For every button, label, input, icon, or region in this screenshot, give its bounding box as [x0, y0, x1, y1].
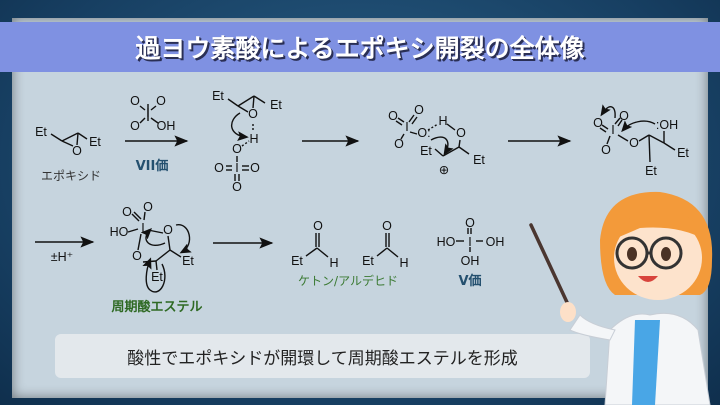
atom-label: H — [399, 256, 408, 270]
atom-label: O — [156, 94, 166, 108]
atom-label: Et — [270, 98, 282, 112]
atom-label: HO — [110, 225, 129, 239]
atom-label: O — [629, 136, 639, 150]
pointer-stick — [529, 223, 574, 315]
atom-label: H — [249, 132, 258, 146]
atom-label: I — [611, 123, 614, 137]
atom-label: Et — [473, 153, 485, 167]
valence-label-vii: VII価 — [136, 158, 169, 174]
atom-label: O — [130, 119, 140, 133]
atom-label: Et — [291, 254, 303, 268]
caption-box: 酸性でエポキシドが開環して周期酸エステルを形成 — [55, 334, 590, 378]
ester-bonds — [127, 211, 192, 293]
atom-label: OH — [461, 254, 480, 268]
atom-label: Et — [420, 144, 432, 158]
atom-label: OH — [157, 119, 176, 133]
atom-label: HO — [437, 235, 456, 249]
atom-label: OH — [486, 235, 505, 249]
step2-bonds — [226, 95, 266, 181]
atom-label: I — [141, 221, 144, 235]
valence-label-v: V価 — [458, 273, 481, 289]
atom-label: O — [248, 107, 258, 121]
atom-label: Et — [645, 164, 657, 178]
atom-label: :OH — [656, 118, 678, 132]
periodate-ester-name: 周期酸エステル — [111, 299, 202, 315]
atom-label: I — [468, 235, 471, 249]
atom-label: H — [438, 114, 447, 128]
caption-text: 酸性でエポキシドが開環して周期酸エステルを形成 — [127, 348, 518, 369]
atom-label: I — [405, 120, 408, 134]
atom-label: Et — [151, 270, 163, 284]
atom-label: Et — [362, 254, 374, 268]
iodic-acid-bonds — [456, 228, 483, 252]
atom-label: O — [394, 137, 404, 151]
atom-label: O — [214, 161, 224, 175]
atom-label: O: — [417, 126, 430, 140]
atom-label: Et — [35, 125, 47, 139]
atom-label: O — [414, 103, 424, 117]
atom-label: I — [146, 106, 149, 120]
atom-label: O — [388, 109, 398, 123]
atom-labels: Et Et O エポキシド O O I O OH VII価 Et Et O H … — [35, 89, 689, 315]
atom-label: Et — [89, 135, 101, 149]
atom-label: O — [232, 180, 242, 194]
atom-label: O — [130, 94, 140, 108]
carbocation-plus-icon: ⊕ — [439, 163, 449, 177]
atom-label: O — [465, 216, 475, 230]
atom-label: O — [250, 161, 260, 175]
atom-label: O — [382, 219, 392, 233]
slide-title: 過ヨウ素酸によるエポキシ開裂の全体像 — [135, 34, 585, 63]
proton-transfer-label: ±H⁺ — [51, 250, 74, 264]
step4-bonds — [599, 104, 676, 163]
atom-label: O — [593, 116, 603, 130]
teacher-character-illustration — [529, 191, 713, 405]
atom-label: O — [163, 223, 173, 237]
epoxide-bonds — [50, 132, 88, 147]
atom-label: H — [329, 256, 338, 270]
carbonyl-product-name: ケトン/アルデヒド — [298, 273, 398, 288]
epoxide-name: エポキシド — [41, 169, 101, 183]
reagent-bonds — [139, 104, 159, 124]
atom-label: O — [232, 142, 242, 156]
step3-bonds — [395, 114, 470, 157]
aldehyde-bonds — [305, 233, 399, 258]
atom-label: O — [619, 109, 629, 123]
atom-label: O — [601, 143, 611, 157]
atom-label: O — [72, 144, 82, 158]
atom-label: O — [132, 249, 142, 263]
atom-label: O — [122, 205, 132, 219]
atom-label: Et — [677, 146, 689, 160]
atom-label: Et — [212, 89, 224, 103]
atom-label: I — [235, 161, 238, 175]
atom-label: O — [313, 219, 323, 233]
atom-label: Et — [182, 254, 194, 268]
title-bar: 過ヨウ素酸によるエポキシ開裂の全体像 — [0, 22, 720, 72]
atom-label: O — [143, 200, 153, 214]
atom-label: O — [456, 126, 466, 140]
